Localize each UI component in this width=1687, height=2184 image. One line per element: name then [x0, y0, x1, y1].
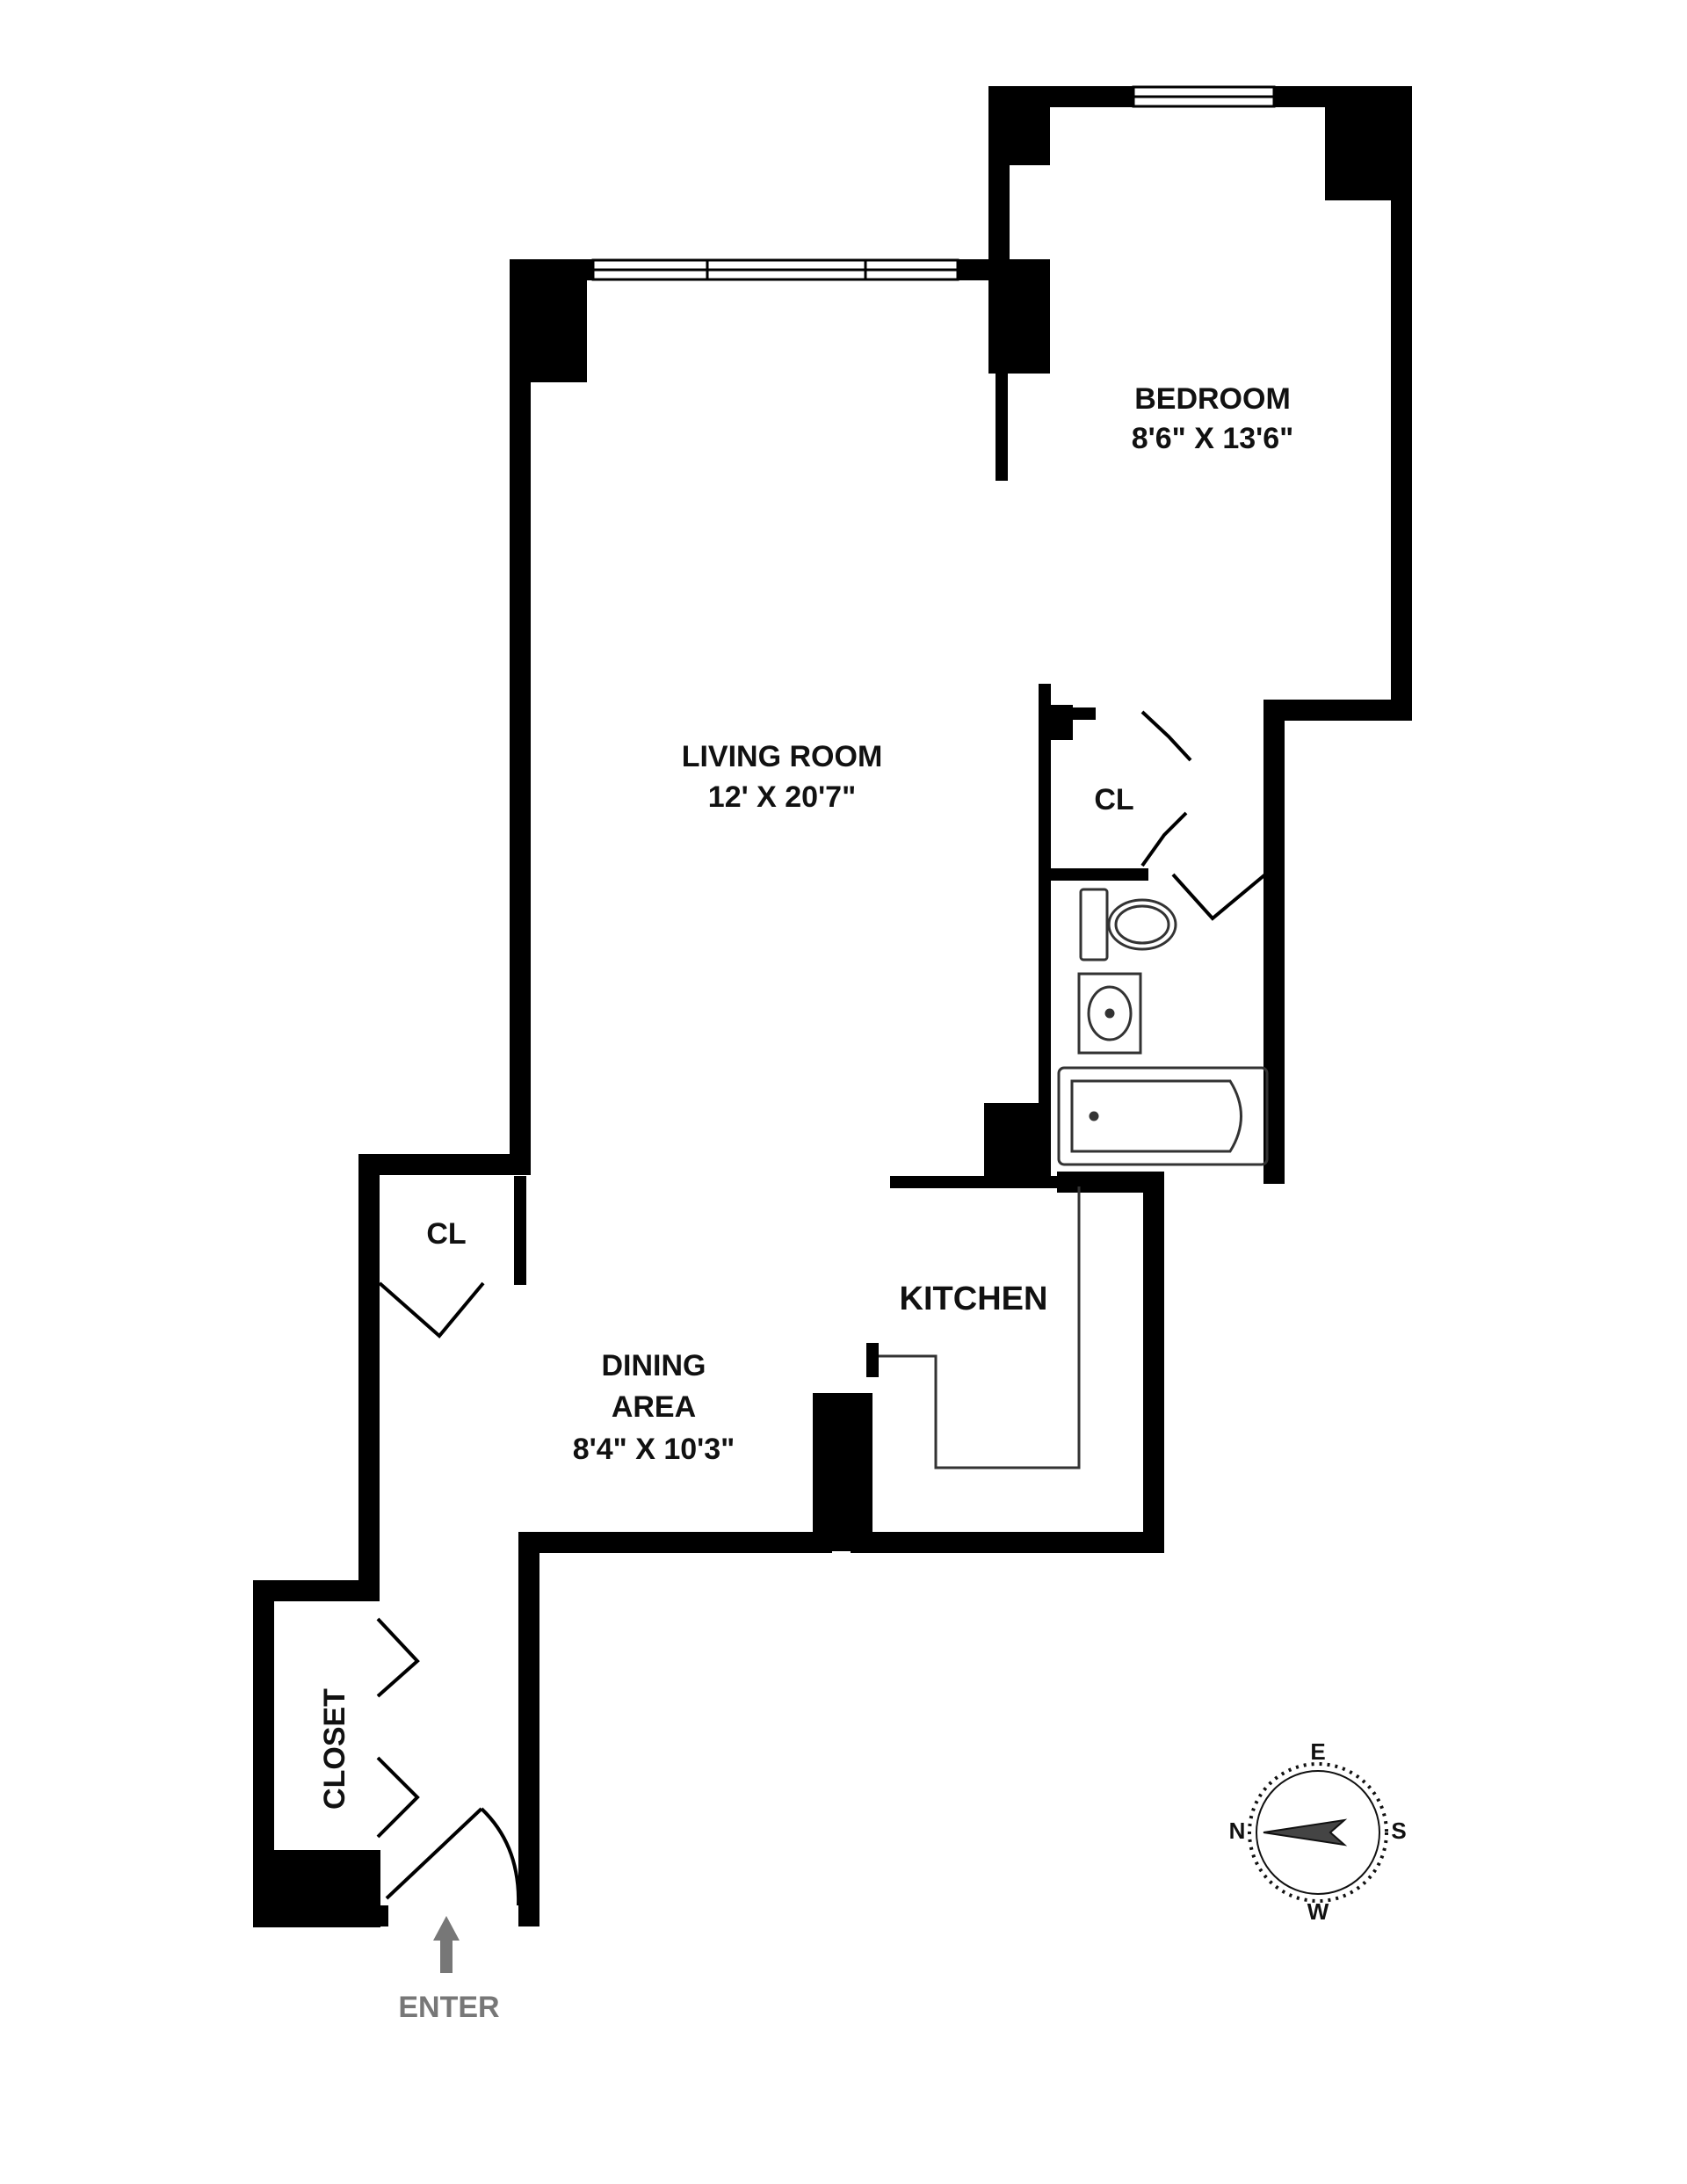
compass-north: N: [1229, 1818, 1246, 1844]
wall-living-west: [510, 259, 604, 1175]
toilet: [1079, 888, 1177, 961]
bedroom-label: BEDROOM: [1134, 382, 1291, 416]
bedroom-size: 8'6" X 13'6": [1132, 422, 1294, 455]
wall-foyer-step: [358, 1154, 531, 1601]
dining-label: DINING: [602, 1349, 706, 1382]
kitchen-label: KITCHEN: [900, 1281, 1048, 1317]
doors: [376, 710, 1267, 1906]
column-kitchen: [813, 1393, 872, 1551]
column-bedroom-mid: [988, 259, 1050, 374]
counter-outline: [879, 1186, 1081, 1469]
entry-closet-label: CLOSET: [318, 1688, 351, 1810]
door-bedroom-closet-lower: [1140, 811, 1188, 867]
wall-kitchen-south: [851, 1172, 1164, 1553]
compass-west: W: [1307, 1898, 1329, 1925]
column-living-nw: [510, 259, 587, 382]
door-bedroom-closet-upper: [1140, 710, 1192, 762]
door-entry-swing: [480, 1807, 521, 1906]
compass-needle: [1263, 1818, 1348, 1847]
door-entry: [385, 1807, 483, 1900]
entrance-label: ENTER: [398, 1991, 499, 2024]
living-room-size: 12' X 20'7": [708, 780, 856, 814]
compass-east: E: [1310, 1738, 1325, 1765]
column-closet: [253, 1850, 380, 1927]
compass-icon: N E S W: [1229, 1738, 1407, 1925]
bathtub: [1057, 1066, 1269, 1166]
wall-entry-east: [518, 1532, 832, 1926]
bath-fixtures: [1057, 888, 1269, 1166]
door-entry-closet-lower: [376, 1756, 420, 1839]
window-bedroom: [1132, 85, 1276, 108]
columns: [253, 86, 1412, 1927]
door-bath: [1171, 873, 1267, 921]
partitions: [514, 363, 1148, 1377]
dining-size: 8'4" X 10'3": [573, 1433, 735, 1466]
foyer-closet-label: CL: [426, 1217, 466, 1251]
sink: [1077, 972, 1142, 1055]
living-room-label: LIVING ROOM: [682, 740, 883, 773]
walls: [253, 86, 1412, 1926]
windows: [591, 85, 1276, 281]
entrance-arrow-icon: [433, 1916, 460, 1973]
column-closet-box-small: [1051, 705, 1073, 740]
room-labels: BEDROOM 8'6" X 13'6" LIVING ROOM 12' X 2…: [318, 382, 1293, 1810]
column-bedroom-nw: [988, 86, 1050, 165]
window-living: [591, 258, 959, 281]
entrance: ENTER: [398, 1916, 500, 2024]
column-bedroom-ne: [1325, 86, 1412, 200]
wall-bedroom-north-east: [1263, 86, 1412, 1184]
door-entry-closet-upper: [376, 1617, 420, 1698]
kitchen-counter: [879, 1186, 1081, 1469]
column-bath-sw: [984, 1103, 1050, 1184]
door-foyer-closet: [378, 1281, 485, 1339]
bedroom-closet-label: CL: [1094, 783, 1133, 816]
compass-south: S: [1391, 1818, 1406, 1844]
dining-label-2: AREA: [612, 1390, 696, 1424]
